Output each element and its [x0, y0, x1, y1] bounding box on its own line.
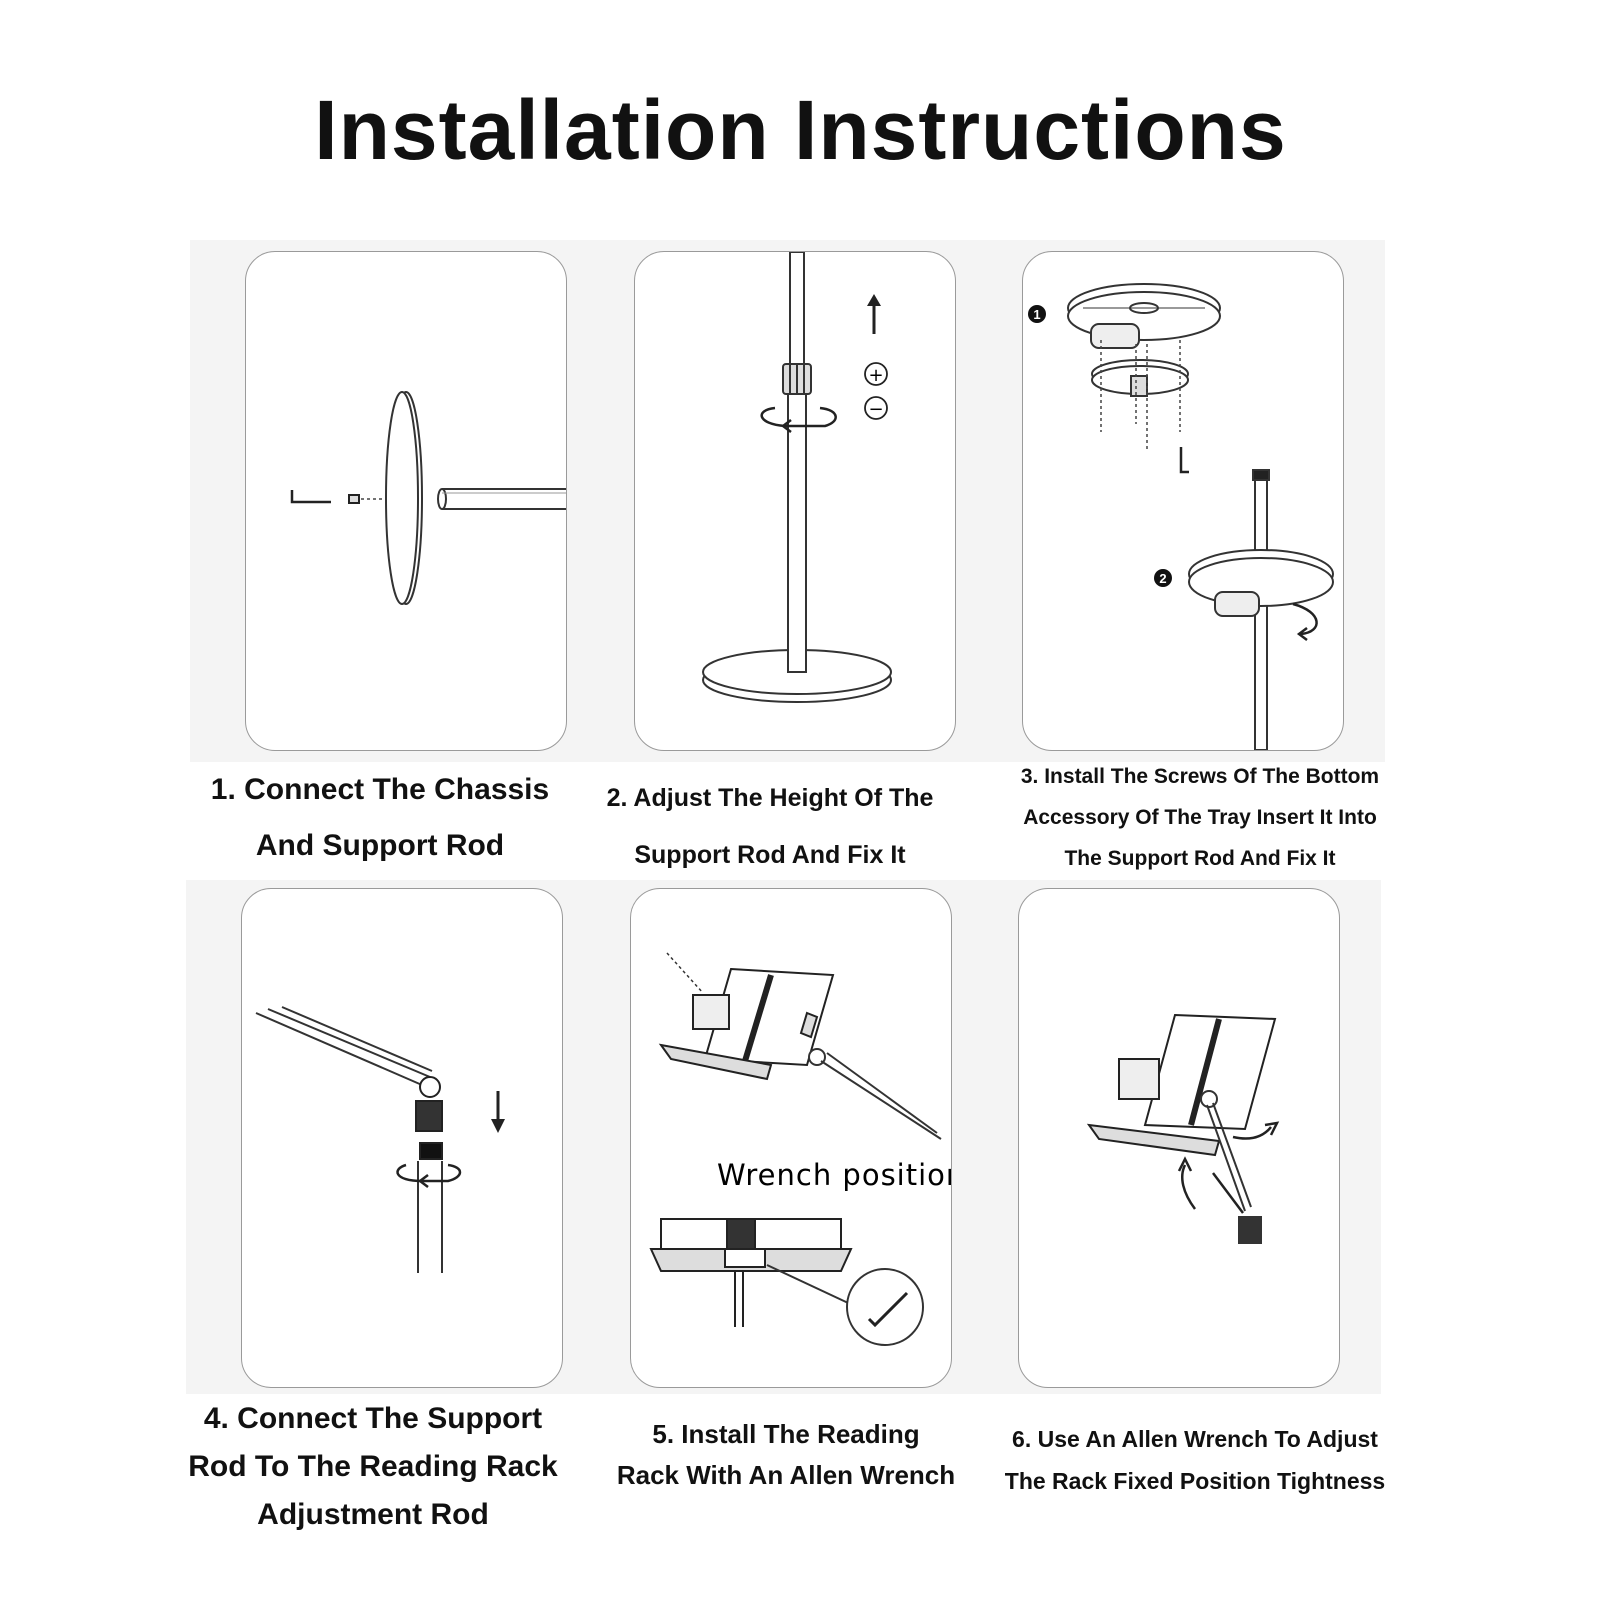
- plus-circle-icon: +: [864, 362, 888, 386]
- rotate-arrow-icon: [760, 406, 837, 433]
- step-1-illustration: [245, 251, 567, 751]
- step-5-caption: 5. Install The Reading Rack With An Alle…: [596, 1414, 976, 1496]
- wrench-zoom-callout: [766, 1264, 924, 1346]
- support-rod: [417, 1161, 443, 1273]
- step-3-caption: 3. Install The Screws Of The Bottom Acce…: [1000, 756, 1400, 879]
- svg-text:2: 2: [1159, 571, 1166, 586]
- step-3-caption-line-2: Accessory Of The Tray Insert It Into: [1023, 806, 1377, 829]
- rotate-arrow-icon: [1177, 1121, 1280, 1210]
- chassis-disc: [385, 391, 423, 605]
- svg-text:−: −: [868, 399, 883, 420]
- reading-rack: [658, 967, 835, 1081]
- support-rod: [782, 252, 812, 673]
- tray-mounted: [1188, 549, 1334, 617]
- allen-wrench-icon: [1212, 1172, 1244, 1214]
- screw-icon: [1100, 340, 1181, 452]
- step-5-caption-line-1: 5. Install The Reading: [652, 1419, 920, 1449]
- step-4-caption-line-2: Rod To The Reading Rack: [188, 1450, 558, 1483]
- step-3-caption-line-3: The Support Rod And Fix It: [1064, 847, 1336, 870]
- step-5-illustration: Wrench position: [630, 888, 952, 1388]
- step-6-caption-line-1: 6. Use An Allen Wrench To Adjust: [1012, 1426, 1378, 1452]
- step-4-caption-line-3: Adjustment Rod: [257, 1498, 489, 1531]
- step-3-caption-line-1: 3. Install The Screws Of The Bottom: [1020, 765, 1380, 788]
- step-2-illustration: + −: [634, 251, 956, 751]
- tray-exploded: [1067, 283, 1221, 397]
- down-arrow-icon: [491, 1091, 505, 1133]
- allen-wrench-icon: [290, 490, 331, 504]
- minus-circle-icon: −: [864, 396, 888, 420]
- step-1-caption: 1. Connect The Chassis And Support Rod: [190, 762, 570, 874]
- step-4-caption: 4. Connect The Support Rod To The Readin…: [168, 1395, 578, 1539]
- reading-rack: [1086, 1013, 1277, 1157]
- step-marker-1: 1: [1028, 305, 1046, 323]
- step-4-illustration: [241, 888, 563, 1388]
- svg-text:+: +: [868, 365, 883, 386]
- step-6-caption-line-2: The Rack Fixed Position Tightness: [1004, 1468, 1386, 1494]
- allen-wrench-icon: [1179, 447, 1189, 474]
- allen-wrench-icon: [867, 1291, 909, 1328]
- step-6-caption: 6. Use An Allen Wrench To Adjust The Rac…: [990, 1418, 1400, 1502]
- svg-text:1: 1: [1033, 307, 1040, 322]
- rotate-arrow-icon: [1292, 602, 1318, 641]
- screw-icon: [348, 494, 360, 504]
- joint: [415, 1076, 443, 1160]
- step-2-caption: 2. Adjust The Height Of The Support Rod …: [590, 770, 950, 884]
- up-arrow-icon: [867, 294, 881, 334]
- page-title: Installation Instructions: [314, 83, 1287, 177]
- adjustment-rod: [255, 1006, 433, 1086]
- step-2-caption-line-1: 2. Adjust The Height Of The: [606, 784, 934, 812]
- step-2-caption-line-2: Support Rod And Fix It: [634, 841, 906, 869]
- step-1-caption-line-1: 1. Connect The Chassis: [210, 773, 550, 806]
- step-marker-2: 2: [1154, 569, 1172, 587]
- rotate-arrow-icon: [396, 1163, 462, 1188]
- wrench-position-label: Wrench position: [717, 1158, 951, 1192]
- support-rod: [437, 488, 566, 510]
- tray-detail: [649, 1218, 853, 1327]
- step-6-illustration: [1018, 888, 1340, 1388]
- adjustment-rod: [808, 1048, 942, 1140]
- step-1-caption-line-2: And Support Rod: [255, 829, 505, 862]
- step-4-caption-line-1: 4. Connect The Support: [203, 1402, 543, 1435]
- adjustment-rod: [1200, 1090, 1262, 1244]
- screw-icon: [666, 952, 704, 994]
- step-5-caption-line-2: Rack With An Allen Wrench: [616, 1460, 956, 1490]
- step-3-illustration: 1 2: [1022, 251, 1344, 751]
